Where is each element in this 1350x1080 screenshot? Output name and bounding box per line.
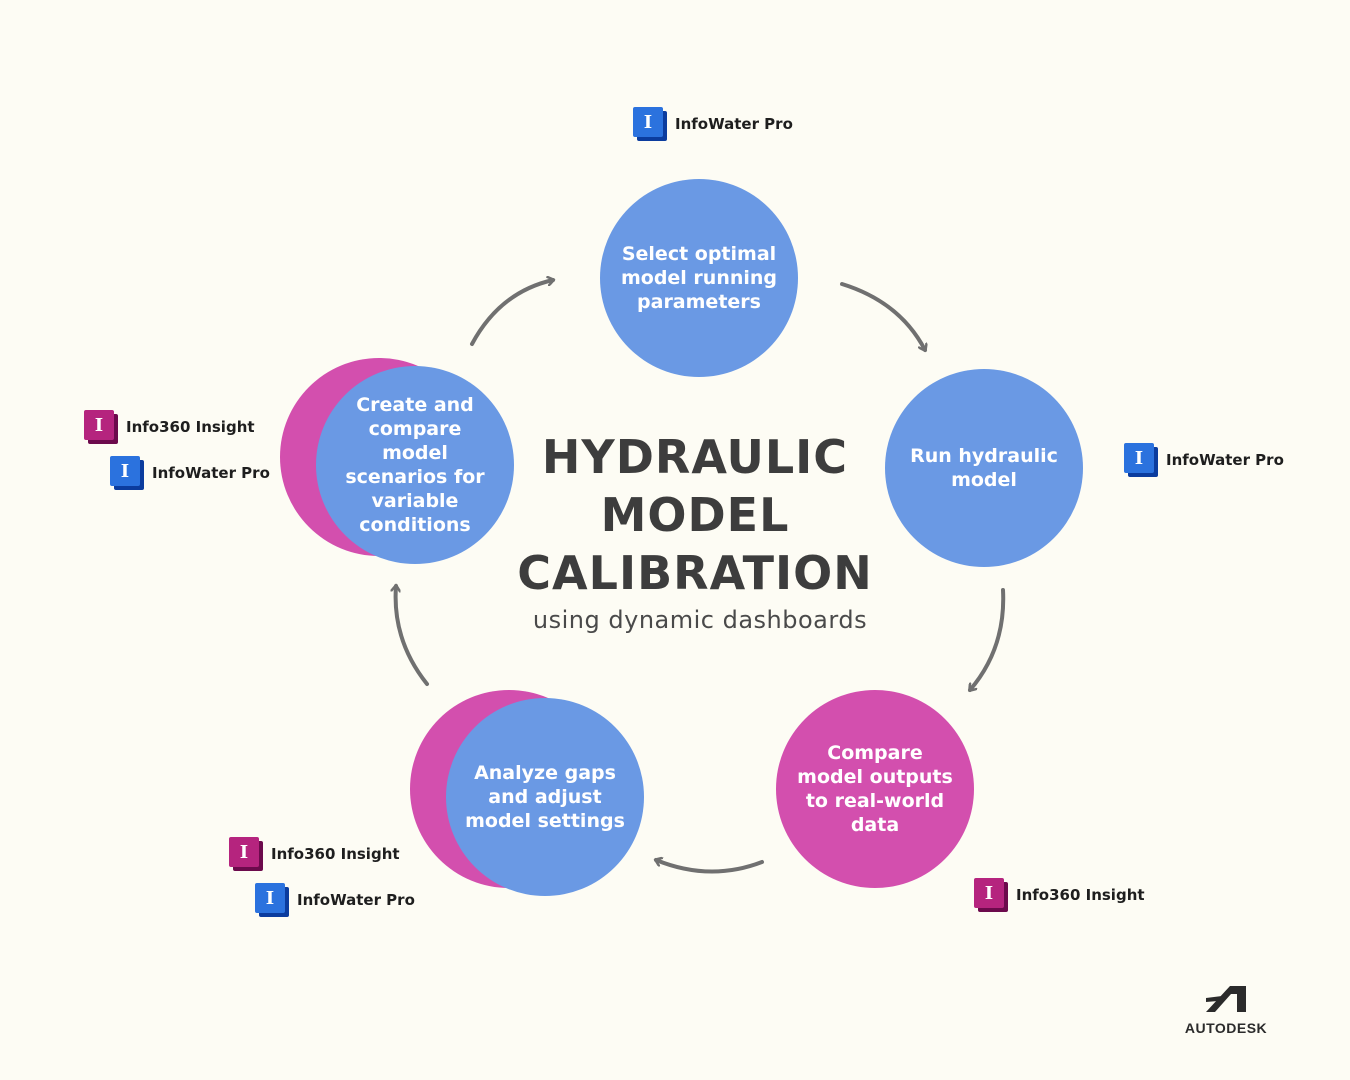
info360-logo-icon: I [974, 878, 1008, 912]
diagram-subtitle: using dynamic dashboards [532, 606, 868, 634]
step-compare-outputs-label: Compare model outputs to real-world data [797, 742, 953, 836]
arrow-step1-to-step2 [840, 282, 925, 350]
badge-name: InfoWater Pro [297, 891, 415, 909]
badge-infowater-right: I InfoWater Pro [1124, 443, 1284, 477]
badge-name: InfoWater Pro [1166, 451, 1284, 469]
arrow-step4-to-step5 [396, 586, 429, 686]
infowater-logo-icon: I [1124, 443, 1158, 477]
step-analyze-gaps-label: Analyze gaps and adjust model settings [465, 762, 625, 832]
step-select-parameters: Select optimal model running parameters [600, 179, 798, 377]
infowater-logo-icon: I [110, 456, 144, 490]
step-create-scenarios-label: Create and compare model scenarios for v… [345, 394, 485, 536]
autodesk-brand: AUTODESK [1180, 984, 1272, 1036]
badge-name: InfoWater Pro [152, 464, 270, 482]
badge-infowater-top: I InfoWater Pro [633, 107, 793, 141]
badge-infowater-bottom-left: I InfoWater Pro [255, 883, 415, 917]
step-analyze-gaps: Analyze gaps and adjust model settings [446, 698, 644, 896]
infowater-logo-icon: I [633, 107, 667, 141]
badge-name: Info360 Insight [1016, 886, 1145, 904]
info360-logo-icon: I [229, 837, 263, 871]
step-select-parameters-label: Select optimal model running parameters [620, 243, 778, 313]
autodesk-logo-icon [1206, 986, 1246, 1012]
step-run-model: Run hydraulic model [885, 369, 1083, 567]
badge-info360-left: I Info360 Insight [84, 410, 255, 444]
arrow-step3-to-step4 [656, 860, 764, 874]
infowater-logo-icon: I [255, 883, 289, 917]
diagram-title: HYDRAULIC MODEL CALIBRATION [517, 430, 873, 600]
autodesk-wordmark: AUTODESK [1184, 1020, 1268, 1036]
badge-name: Info360 Insight [126, 418, 255, 436]
step-compare-outputs: Compare model outputs to real-world data [776, 690, 974, 888]
step-run-model-label: Run hydraulic model [910, 445, 1058, 491]
step-create-scenarios: Create and compare model scenarios for v… [316, 366, 514, 564]
badge-info360-bottom-left: I Info360 Insight [229, 837, 400, 871]
arrow-step2-to-step3 [968, 588, 1006, 690]
badge-infowater-left: I InfoWater Pro [110, 456, 270, 490]
arrow-step5-to-step1 [470, 280, 553, 346]
badge-name: InfoWater Pro [675, 115, 793, 133]
info360-logo-icon: I [84, 410, 118, 444]
badge-info360-bottom-right: I Info360 Insight [974, 878, 1145, 912]
badge-name: Info360 Insight [271, 845, 400, 863]
